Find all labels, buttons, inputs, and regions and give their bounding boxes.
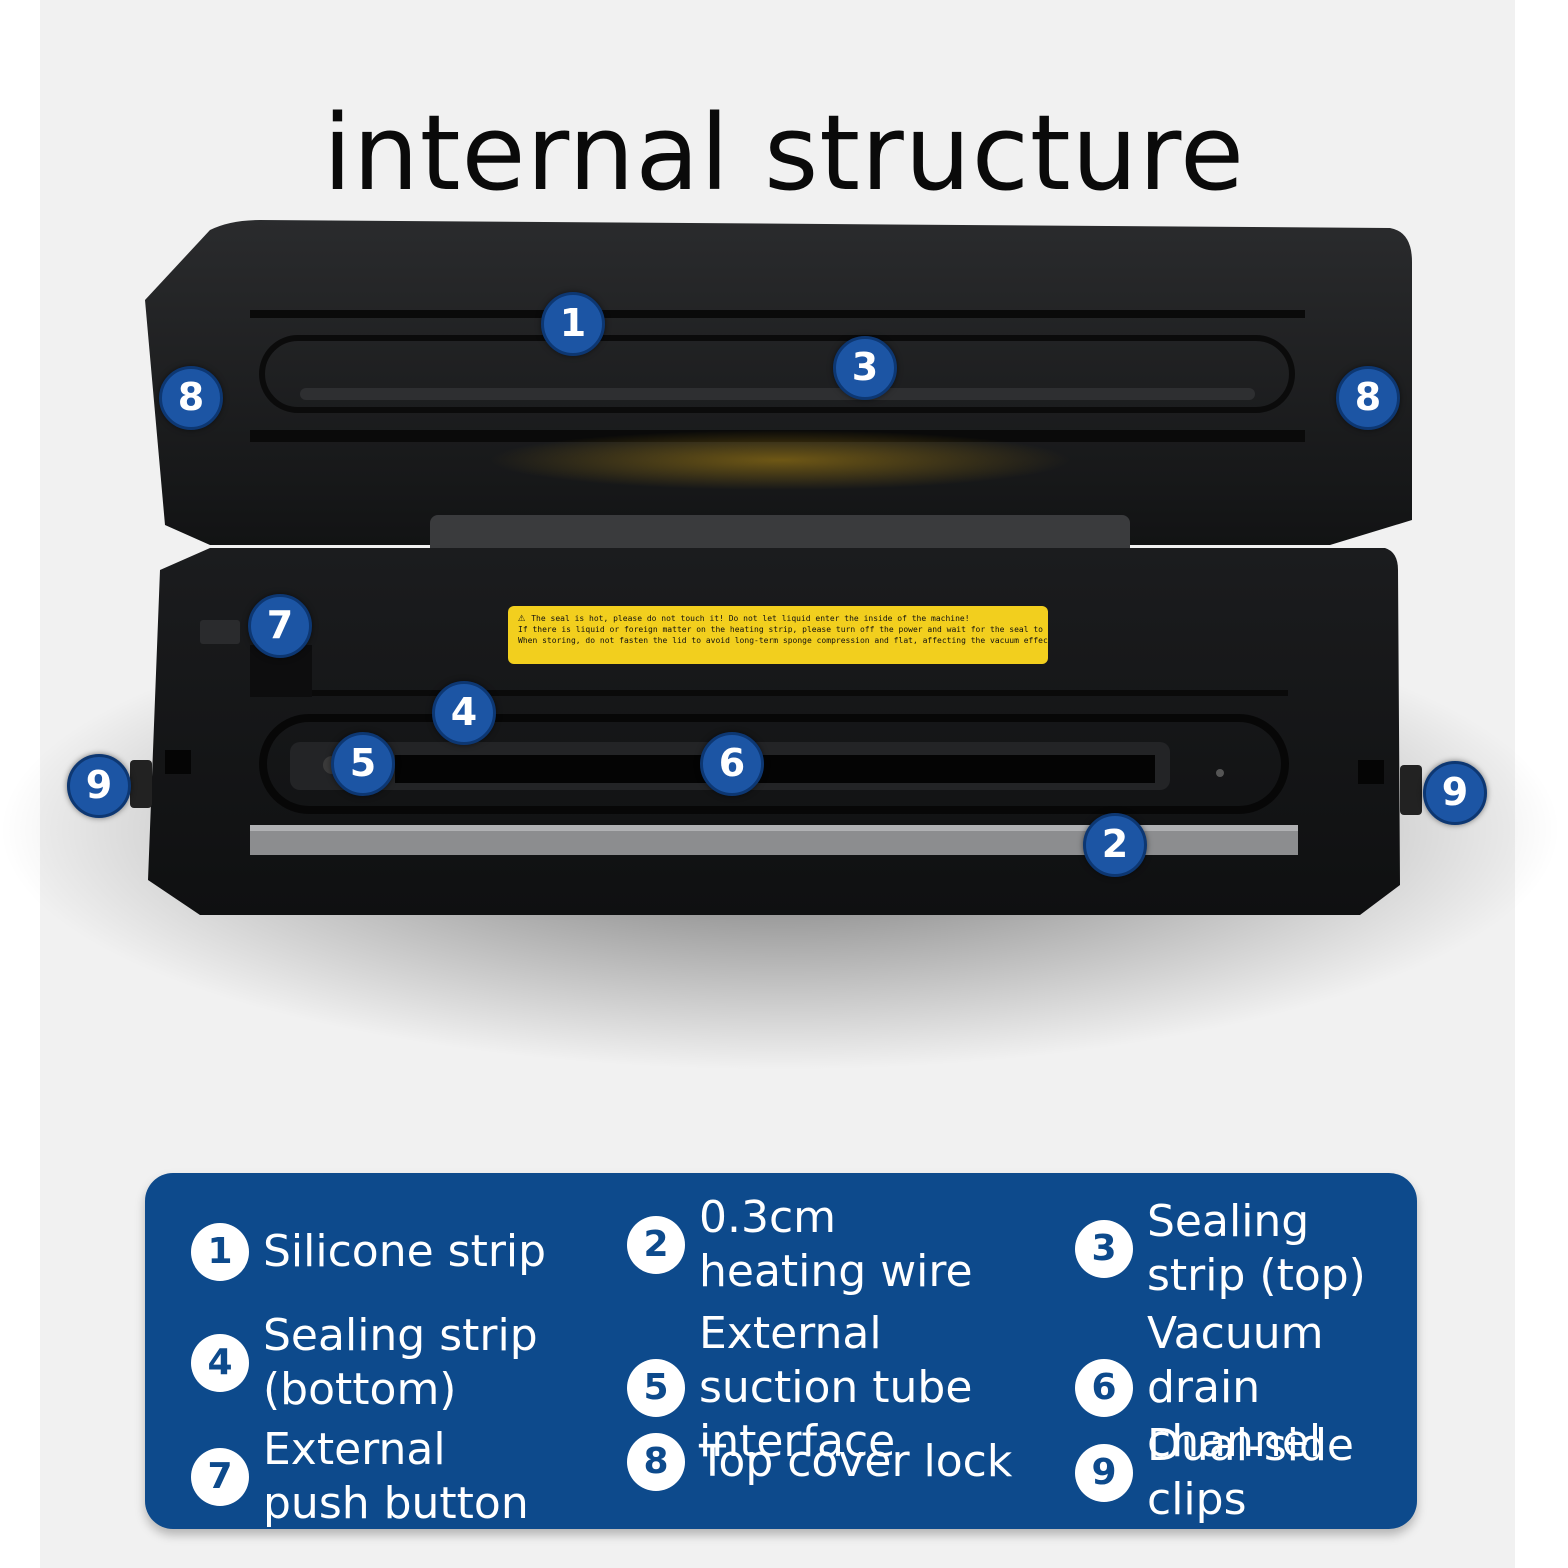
legend-item-1: 1 Silicone strip <box>191 1223 591 1281</box>
warning-label: ⚠ The seal is hot, please do not touch it… <box>508 606 1048 664</box>
callout-5: 5 <box>331 732 395 796</box>
heating-wire-highlight <box>250 825 1298 831</box>
legend-item-5: 5 External suction tube interface <box>627 1307 1047 1469</box>
callout-2: 2 <box>1083 813 1147 877</box>
left-clip-slot <box>165 750 191 774</box>
legend-number: 8 <box>627 1433 685 1491</box>
legend-number: 1 <box>191 1223 249 1281</box>
legend-label: Sealing strip (top) <box>1147 1196 1366 1301</box>
warning-line-1: The seal is hot, please do not touch it!… <box>531 614 970 623</box>
callout-6: 6 <box>700 732 764 796</box>
warning-icon: ⚠ <box>518 610 526 624</box>
legend-label: Dual-side clips <box>1147 1420 1354 1525</box>
legend-label: External suction tube interface <box>699 1308 973 1467</box>
warning-line-3: When storing, do not fasten the lid to a… <box>518 636 1048 645</box>
right-clip-slot <box>1358 760 1384 784</box>
legend-number: 6 <box>1075 1359 1133 1417</box>
legend-item-7: 7 External push button <box>191 1423 591 1531</box>
legend-number: 3 <box>1075 1220 1133 1278</box>
legend-label: Sealing strip (bottom) <box>263 1310 538 1415</box>
right-side-clip <box>1400 765 1422 815</box>
page-title: internal structure <box>322 91 1246 214</box>
vacuum-chamber-outline <box>259 714 1289 814</box>
silicone-strip-groove <box>250 310 1305 318</box>
callout-9-right: 9 <box>1423 761 1487 825</box>
legend-label: Silicone strip <box>263 1226 547 1277</box>
top-lid <box>145 220 1412 545</box>
legend-number: 7 <box>191 1448 249 1506</box>
legend-number: 4 <box>191 1334 249 1392</box>
callout-4: 4 <box>432 681 496 745</box>
legend-item-2: 2 0.3cm heating wire <box>627 1191 1027 1299</box>
top-seal-outline <box>259 335 1295 413</box>
chamber-sensor <box>1216 769 1224 777</box>
push-button <box>200 620 240 644</box>
vacuum-drain-channel <box>395 755 1155 783</box>
callout-3: 3 <box>833 336 897 400</box>
callout-7: 7 <box>248 594 312 658</box>
legend-number: 9 <box>1075 1444 1133 1502</box>
top-seal-rail <box>300 388 1255 400</box>
legend-label: Vacuum drain channel <box>1147 1308 1324 1467</box>
legend-number: 2 <box>627 1216 685 1274</box>
legend-item-3: 3 Sealing strip (top) <box>1075 1195 1405 1303</box>
legend-item-4: 4 Sealing strip (bottom) <box>191 1309 591 1417</box>
heater-glow <box>490 430 1070 490</box>
left-side-clip <box>130 760 152 808</box>
device-base <box>148 548 1400 915</box>
bottom-seal-groove <box>250 690 1288 696</box>
legend-panel: 1 Silicone strip 2 0.3cm heating wire 3 … <box>145 1173 1417 1529</box>
warning-line-2: If there is liquid or foreign matter on … <box>518 625 1048 634</box>
callout-8-right: 8 <box>1336 366 1400 430</box>
callout-8-left: 8 <box>159 366 223 430</box>
legend-item-9: 9 Dual-side clips <box>1075 1419 1405 1527</box>
legend-label: Top cover lock <box>699 1436 1013 1487</box>
legend-label: External push button <box>263 1424 529 1529</box>
legend-label: 0.3cm heating wire <box>699 1192 973 1297</box>
callout-9-left: 9 <box>67 754 131 818</box>
device-illustration: ⚠ The seal is hot, please do not touch it… <box>0 220 1560 1070</box>
legend-item-8: 8 Top cover lock <box>627 1433 1047 1491</box>
vacuum-sealer-drawing <box>0 220 1560 1070</box>
callout-1: 1 <box>541 292 605 356</box>
legend-number: 5 <box>627 1359 685 1417</box>
legend-item-6: 6 Vacuum drain channel <box>1075 1307 1405 1469</box>
